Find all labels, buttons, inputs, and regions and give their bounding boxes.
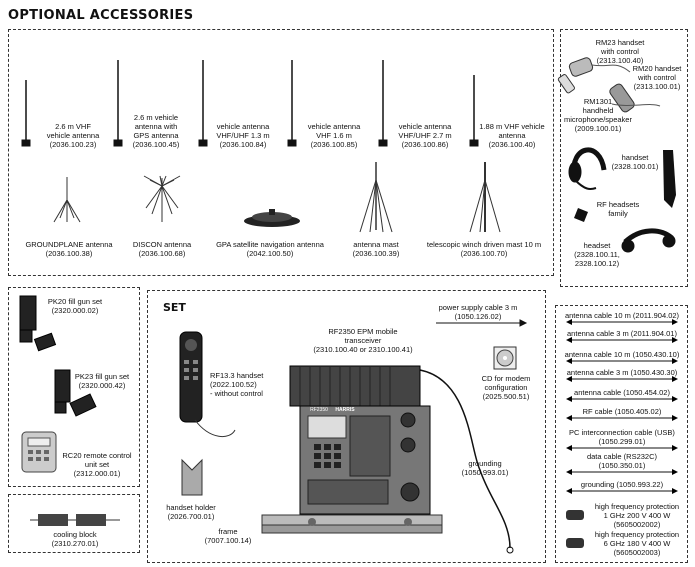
cable-label: antenna cable 3 m (1050.430.30) bbox=[566, 368, 678, 377]
set-title: SET bbox=[163, 301, 186, 314]
rf133-handset-icon bbox=[179, 331, 236, 438]
power-cable-label: power supply cable 3 m (1050.126.02) bbox=[438, 303, 518, 321]
cable-label: antenna cable (1050.454.02) bbox=[574, 388, 670, 397]
rf-headsets-label: RF headsets family bbox=[596, 200, 640, 218]
frame-label: frame (7007.100.14) bbox=[204, 527, 252, 545]
antenna-label: vehicle antenna VHF/UHF 2.7 m(2036.100.8… bbox=[398, 122, 452, 149]
rc20-label: RC20 remote control unit set (2312.000.0… bbox=[62, 451, 132, 478]
page-title: OPTIONAL ACCESSORIES bbox=[8, 8, 194, 23]
rc20-remote-icon bbox=[21, 431, 57, 473]
neck-headset-icon bbox=[621, 228, 676, 253]
mast-label: GROUNDPLANE antenna(2036.100.38) bbox=[25, 240, 113, 258]
device-brand-label: HARRIS bbox=[335, 407, 355, 413]
cable-label: grounding (1050.993.22) bbox=[580, 480, 664, 489]
cd-label: CD for modem configuration (2025.500.51) bbox=[481, 374, 531, 401]
antenna-mast-icon bbox=[359, 162, 393, 233]
gpa-antenna-icon bbox=[244, 209, 300, 227]
telescopic-mast-icon bbox=[469, 162, 501, 233]
antenna-label: vehicle antenna VHF/UHF 1.3 m(2036.100.8… bbox=[216, 122, 270, 149]
pk23-fill-gun-icon bbox=[54, 369, 97, 417]
discon-antenna-icon bbox=[143, 175, 181, 222]
handsets-panel bbox=[560, 29, 688, 287]
set-panel bbox=[147, 290, 546, 563]
antennas-panel bbox=[8, 29, 554, 276]
cable-label: RF cable (1050.405.02) bbox=[582, 407, 662, 416]
mast-label: antenna mast(2036.100.39) bbox=[352, 240, 400, 258]
rf133-label: RF13.3 handset (2022.100.52) - without c… bbox=[210, 371, 264, 398]
transceiver-icon bbox=[289, 365, 431, 515]
cable-label: PC interconnection cable (USB) (1050.299… bbox=[569, 428, 675, 446]
cables-panel bbox=[555, 305, 688, 563]
mast-label: GPA satellite navigation antenna(2042.10… bbox=[216, 240, 324, 258]
cooling-label: cooling block (2310.270.01) bbox=[51, 530, 99, 548]
mast-label: telescopic winch driven mast 10 m(2036.1… bbox=[426, 240, 542, 258]
cable-arrow bbox=[566, 469, 678, 475]
rm23-label: RM23 handset with control (2313.100.40) bbox=[595, 38, 645, 65]
headset-icon bbox=[568, 147, 607, 190]
mast-label: DISCON antenna(2036.100.68) bbox=[132, 240, 192, 258]
antenna-label: vehicle antenna VHF 1.6 m(2036.100.85) bbox=[307, 122, 361, 149]
rm20-label: RM20 handset with control (2313.100.01) bbox=[632, 64, 682, 91]
antenna-label: 1.88 m VHF vehicle antenna(2036.100.40) bbox=[479, 122, 545, 149]
pk20-fill-gun-icon bbox=[19, 295, 57, 352]
groundplane-antenna-icon bbox=[53, 177, 81, 223]
cable-label: antenna cable 3 m (2011.904.01) bbox=[567, 329, 677, 338]
cable-label: antenna cable 10 m (1050.430.10) bbox=[564, 350, 680, 359]
rm1301-microphone-icon bbox=[557, 74, 575, 94]
protection-label: high frequency protection 6 GHz 180 V 40… bbox=[594, 530, 680, 557]
protection-icon bbox=[566, 510, 584, 520]
device-model-label: RF2350 bbox=[310, 407, 328, 413]
handset-holder-icon bbox=[181, 458, 203, 496]
cd-icon bbox=[493, 346, 517, 370]
pk23-label: PK23 fill gun set (2320.000.42) bbox=[74, 372, 130, 390]
cable-arrow bbox=[566, 415, 678, 421]
antenna-label: 2.6 m VHF vehicle antenna(2036.100.23) bbox=[46, 122, 100, 149]
rm20-handset-icon bbox=[609, 83, 661, 113]
fill-gun-panel bbox=[8, 287, 140, 487]
protection-icon bbox=[566, 538, 584, 548]
cable-arrow bbox=[566, 488, 678, 494]
cable-label: antenna cable 10 m (2011.904.02) bbox=[564, 311, 680, 320]
frame-icon bbox=[261, 514, 443, 534]
handset-phone-icon bbox=[663, 150, 676, 208]
grounding-cable bbox=[419, 369, 511, 549]
protection-label: high frequency protection 1 GHz 200 V 40… bbox=[594, 502, 680, 529]
headset-label: headset (2328.100.11, 2328.100.12) bbox=[574, 241, 620, 268]
rm23-handset-icon bbox=[568, 57, 631, 77]
cable-arrow bbox=[566, 358, 678, 364]
pk20-label: PK20 fill gun set (2320.000.02) bbox=[47, 297, 103, 315]
rm1301-label: RM1301 handheld microphone/speaker (2009… bbox=[564, 97, 632, 133]
grounding-label: grounding (1050.993.01) bbox=[461, 459, 509, 477]
handset-label: handset (2328.100.01) bbox=[611, 153, 659, 171]
rf-headset-icon bbox=[574, 208, 588, 222]
power-cable-arrow bbox=[436, 319, 528, 327]
cable-arrow bbox=[566, 445, 678, 451]
cable-arrow bbox=[566, 376, 678, 382]
cooling-panel bbox=[8, 494, 140, 553]
holder-label: handset holder (2026.700.01) bbox=[166, 503, 216, 521]
antenna-label: 2.6 m vehicle antenna with GPS antenna(2… bbox=[132, 113, 180, 149]
cable-arrow bbox=[566, 319, 678, 325]
cable-arrow bbox=[566, 396, 678, 402]
cable-arrow bbox=[566, 337, 678, 343]
transceiver-label: RF2350 EPM mobile transceiver (2310.100.… bbox=[313, 327, 413, 354]
cable-label: data cable (RS232C) (1050.350.01) bbox=[586, 452, 658, 470]
